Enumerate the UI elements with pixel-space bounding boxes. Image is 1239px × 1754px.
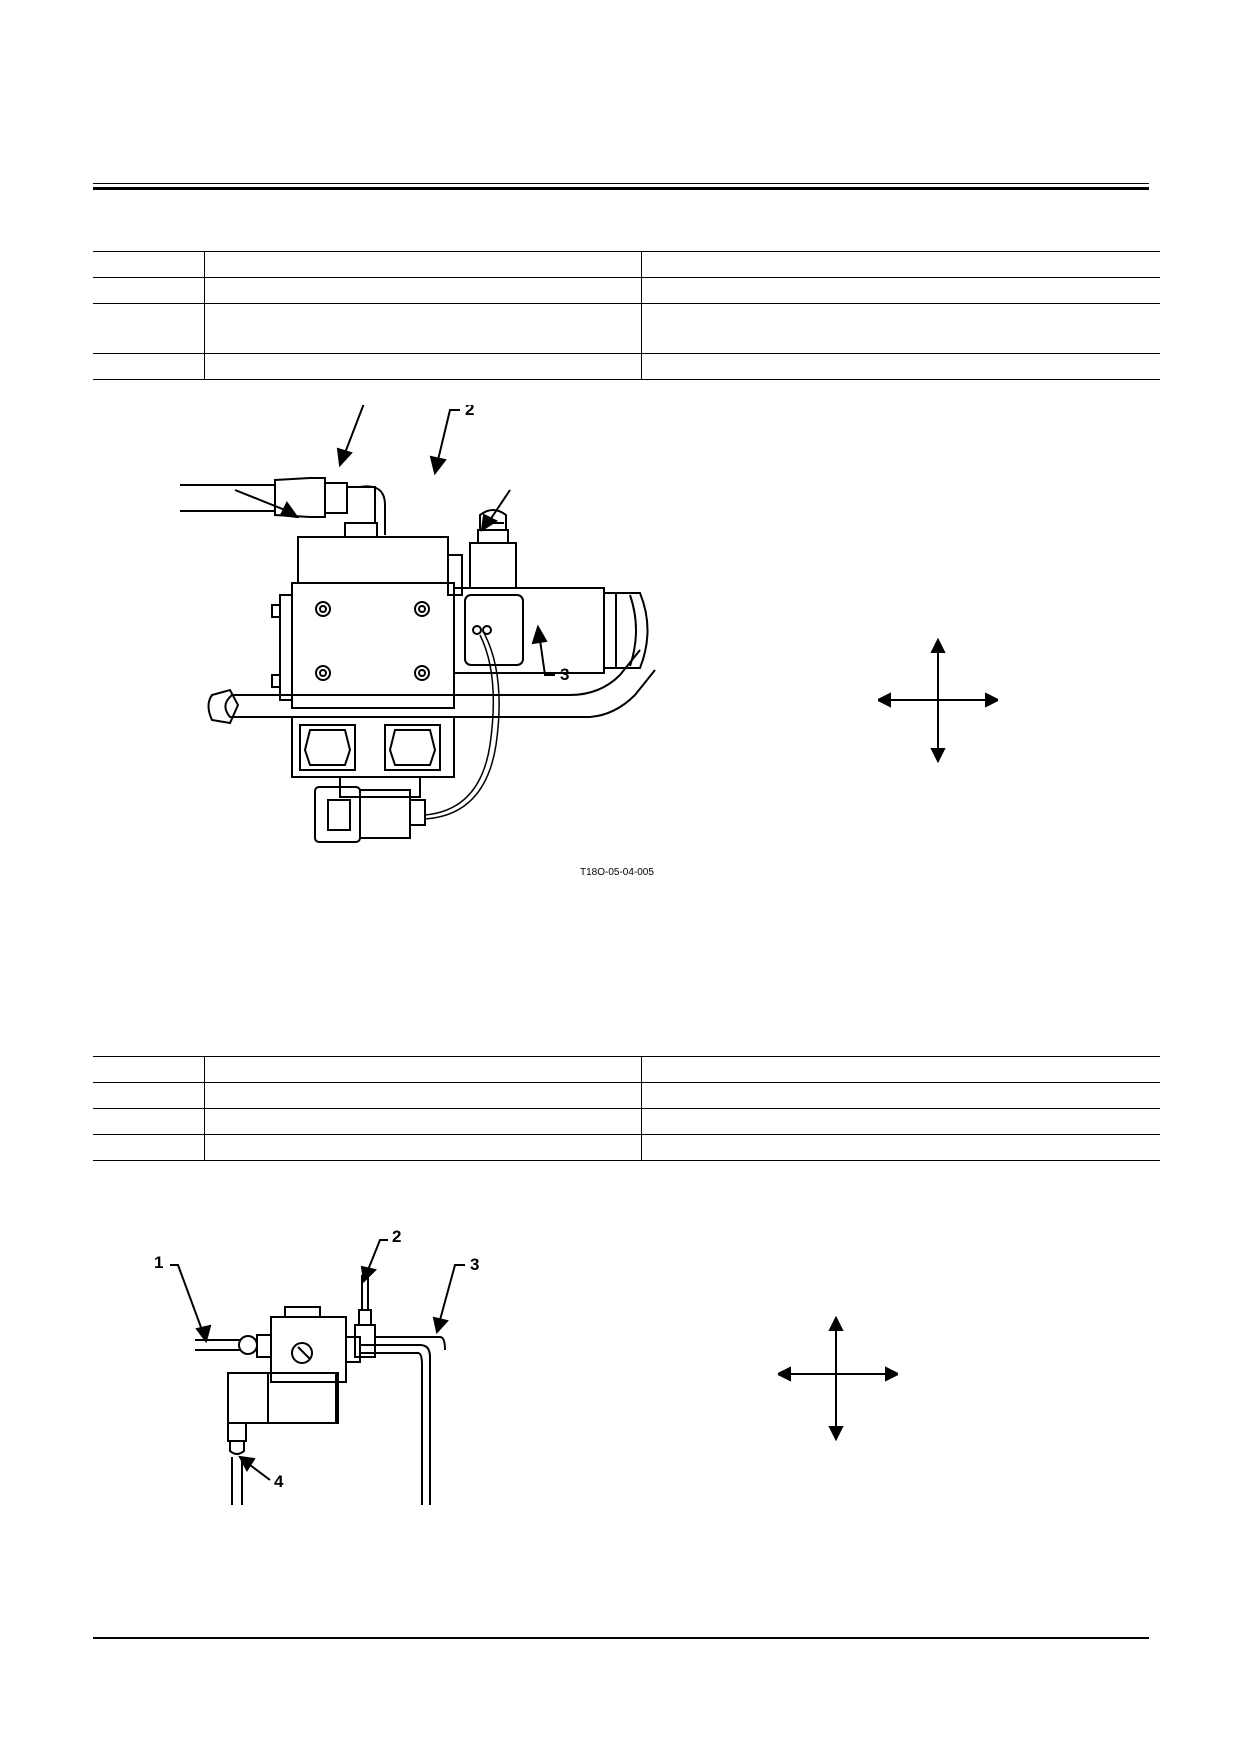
callout-2: 2 — [465, 405, 474, 419]
direction-cross-2 — [778, 1316, 898, 1441]
double-arrow-cross-icon — [878, 638, 998, 763]
table-row — [93, 1082, 1160, 1109]
table-row — [93, 353, 1160, 380]
callout-3: 3 — [470, 1255, 479, 1274]
spec-table-1 — [93, 251, 1160, 380]
valve-assembly-figure-2: 1 2 3 4 — [154, 1227, 479, 1505]
callout-2: 2 — [392, 1227, 401, 1246]
callout-4: 4 — [274, 1472, 284, 1491]
table-row — [93, 1108, 1160, 1135]
callout-1: 1 — [154, 1253, 163, 1272]
table-row — [93, 303, 1160, 354]
valve-assembly-figure-1: 1 2 3 T18O-05-04-005 — [180, 405, 656, 878]
direction-cross-1 — [878, 638, 998, 763]
table-row — [93, 277, 1160, 304]
double-arrow-cross-icon — [778, 1316, 898, 1441]
table-row — [93, 251, 1160, 278]
callout-3: 3 — [560, 665, 569, 684]
table-row — [93, 1134, 1160, 1161]
header-rule-thick — [93, 187, 1149, 190]
figure-code: T18O-05-04-005 — [580, 867, 654, 878]
spec-table-2 — [93, 1056, 1160, 1161]
footer-rule — [93, 1637, 1149, 1639]
header-rule-thin — [93, 183, 1149, 184]
table-row — [93, 1056, 1160, 1083]
